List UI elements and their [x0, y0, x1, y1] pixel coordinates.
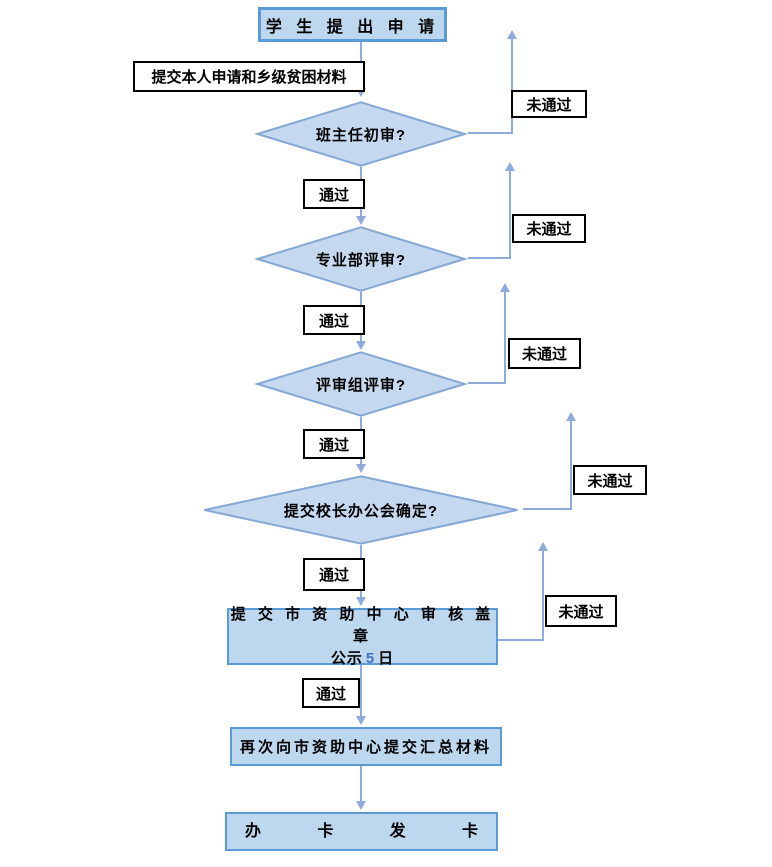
decision1-label: 班主任初审? — [315, 126, 407, 144]
fail3-vertical-line — [504, 292, 506, 384]
arrowhead-down-3 — [356, 341, 366, 350]
pass5-label: 通过 — [315, 685, 346, 703]
fail5-vertical-line — [542, 551, 544, 641]
fail1-horizontal-line — [468, 132, 513, 134]
pass3-box: 通过 — [303, 429, 365, 459]
arrowhead-down-2 — [356, 216, 366, 225]
connector-resubmit-to-end — [360, 766, 362, 802]
decision3-label: 评审组评审? — [315, 376, 407, 394]
connector-review-to-resubmit — [360, 665, 362, 717]
fail2-box: 未通过 — [512, 214, 586, 243]
fail4-box: 未通过 — [573, 465, 647, 495]
note-box: 提交本人申请和乡级贫困材料 — [133, 61, 365, 92]
diamond-shape — [198, 475, 524, 545]
fail2-arrowhead-up — [505, 162, 515, 171]
diamond-shape — [253, 226, 469, 292]
pass1-label: 通过 — [318, 186, 349, 204]
review-days-number: 5 — [365, 649, 376, 667]
decision4-diamond: 提交校长办公会确定? — [198, 475, 524, 545]
fail2-label: 未通过 — [526, 221, 572, 238]
fail2-vertical-line — [509, 171, 511, 259]
pass2-label: 通过 — [318, 312, 349, 330]
fail4-vertical-line — [570, 421, 572, 510]
decision4-label: 提交校长办公会确定? — [283, 502, 439, 520]
arrowhead-down-7 — [356, 801, 366, 810]
fail5-label: 未通过 — [558, 603, 604, 621]
arrowhead-down-5 — [356, 597, 366, 606]
pass3-label: 通过 — [318, 436, 349, 454]
decision1-diamond: 班主任初审? — [253, 101, 469, 167]
fail1-vertical-line — [511, 39, 513, 134]
fail3-label: 未通过 — [521, 346, 567, 363]
review-line2-prefix: 公示 — [330, 649, 363, 667]
pass2-box: 通过 — [303, 305, 365, 335]
fail4-arrowhead-up — [566, 412, 576, 421]
end-node-label: 办 卡 发 卡 — [245, 823, 478, 840]
diamond-shape — [253, 351, 469, 417]
review-node-line1: 提 交 市 资 助 中 心 审 核 盖 章 — [230, 605, 495, 645]
fail3-horizontal-line — [468, 382, 506, 384]
fail4-horizontal-line — [523, 508, 572, 510]
fail1-label: 未通过 — [526, 96, 572, 114]
arrowhead-down-4 — [356, 464, 366, 473]
resubmit-node: 再次向市资助中心提交汇总材料 — [230, 727, 502, 766]
decision2-label: 专业部评审? — [315, 251, 407, 269]
fail3-box: 未通过 — [508, 338, 581, 369]
pass1-box: 通过 — [303, 179, 365, 209]
fail3-arrowhead-up — [500, 283, 510, 292]
end-node: 办 卡 发 卡 — [225, 812, 498, 851]
pass4-label: 通过 — [318, 567, 349, 584]
fail5-box: 未通过 — [545, 595, 617, 627]
pass4-box: 通过 — [303, 558, 365, 591]
decision2-diamond: 专业部评审? — [253, 226, 469, 292]
arrowhead-down-6 — [356, 716, 366, 725]
pass5-box: 通过 — [302, 678, 360, 708]
fail2-horizontal-line — [468, 257, 511, 259]
arrowhead-down-1 — [356, 88, 366, 97]
diamond-shape — [253, 101, 469, 167]
note-box-label: 提交本人申请和乡级贫困材料 — [151, 69, 347, 86]
start-node-label: 学 生 提 出 申 请 — [265, 18, 440, 36]
fail5-horizontal-line — [497, 639, 544, 641]
fail1-arrowhead-up — [507, 30, 517, 39]
fail5-arrowhead-up — [538, 542, 548, 551]
fail4-label: 未通过 — [587, 472, 633, 490]
decision3-diamond: 评审组评审? — [253, 351, 469, 417]
fail1-box: 未通过 — [511, 90, 587, 118]
review-line2-suffix: 日 — [378, 649, 395, 667]
resubmit-node-label: 再次向市资助中心提交汇总材料 — [239, 739, 492, 756]
start-node: 学 生 提 出 申 请 — [258, 7, 447, 42]
